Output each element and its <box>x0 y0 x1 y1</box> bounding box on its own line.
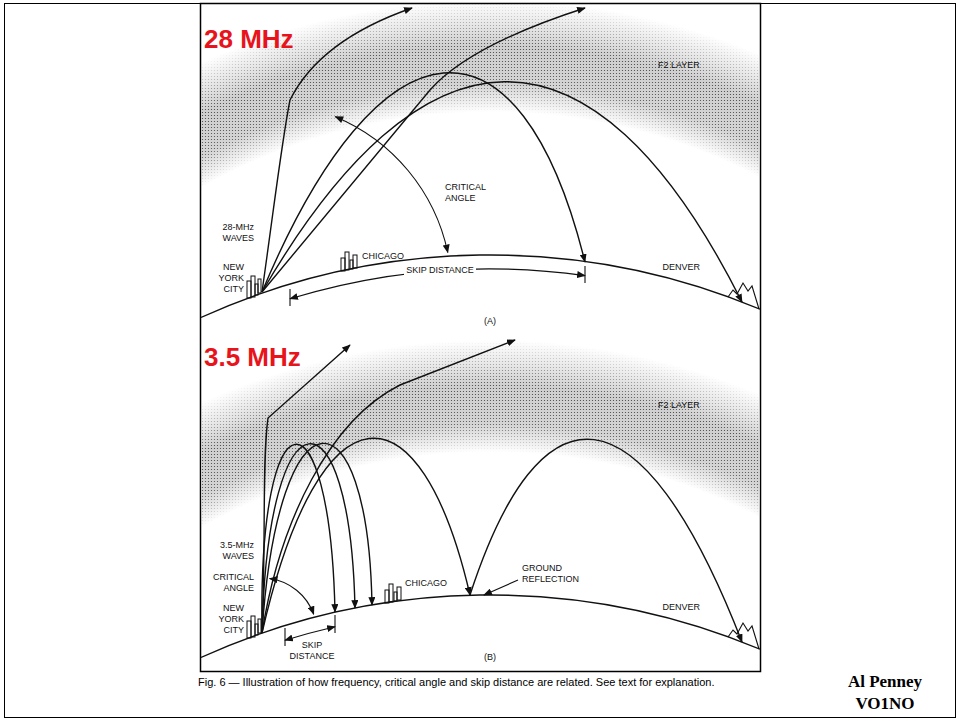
wave-label: 3.5-MHz WAVES <box>214 540 254 562</box>
frequency-heading: 3.5 MHz <box>204 342 301 373</box>
distance-label: SKIP DISTANCE <box>288 640 336 662</box>
angle-label: CRITICAL ANGLE <box>445 182 493 204</box>
angle-label: CRITICAL ANGLE <box>206 572 254 594</box>
city-label: CHICAGO <box>362 251 404 262</box>
city-skyline <box>385 584 401 603</box>
angle-arc <box>335 117 448 253</box>
radio-wave <box>262 443 372 633</box>
author-name: Al Penney <box>848 672 922 692</box>
city-skyline <box>247 616 261 638</box>
leader-arrow <box>484 580 518 595</box>
layer-label: F2 LAYER <box>658 60 700 71</box>
city-label: DENVER <box>662 602 700 613</box>
figure-caption: Fig. 6 — Illustration of how frequency, … <box>198 676 758 689</box>
distance-label: SKIP DISTANCE <box>404 265 476 276</box>
call-sign: VO1NO <box>855 694 914 714</box>
city-label: NEW YORK CITY <box>214 262 244 294</box>
angle-arc <box>270 579 314 615</box>
distance-arrow <box>285 627 335 641</box>
city-skyline <box>247 276 261 298</box>
radio-wave <box>470 439 742 642</box>
f2-layer-band <box>201 330 760 671</box>
reflection-label: GROUND REFLECTION <box>522 563 580 585</box>
city-label: NEW YORK CITY <box>214 603 244 635</box>
panel-label: (B) <box>484 652 496 663</box>
wave-label: 28-MHz WAVES <box>214 222 254 244</box>
f2-layer-band <box>201 4 760 330</box>
distance-tick <box>290 266 585 306</box>
frequency-heading: 28 MHz <box>204 24 294 55</box>
radio-wave <box>262 340 515 633</box>
earth-surface <box>201 595 760 657</box>
city-label: DENVER <box>662 262 700 273</box>
mountain-symbol <box>728 283 759 309</box>
panel-label: (A) <box>484 316 496 327</box>
city-label: CHICAGO <box>405 578 447 589</box>
radio-wave <box>262 82 742 302</box>
layer-label: F2 LAYER <box>658 400 700 411</box>
city-skyline <box>341 252 357 271</box>
mountain-symbol <box>728 623 759 649</box>
radio-wave <box>262 444 355 633</box>
radio-wave <box>262 8 585 292</box>
radio-wave <box>262 438 470 633</box>
